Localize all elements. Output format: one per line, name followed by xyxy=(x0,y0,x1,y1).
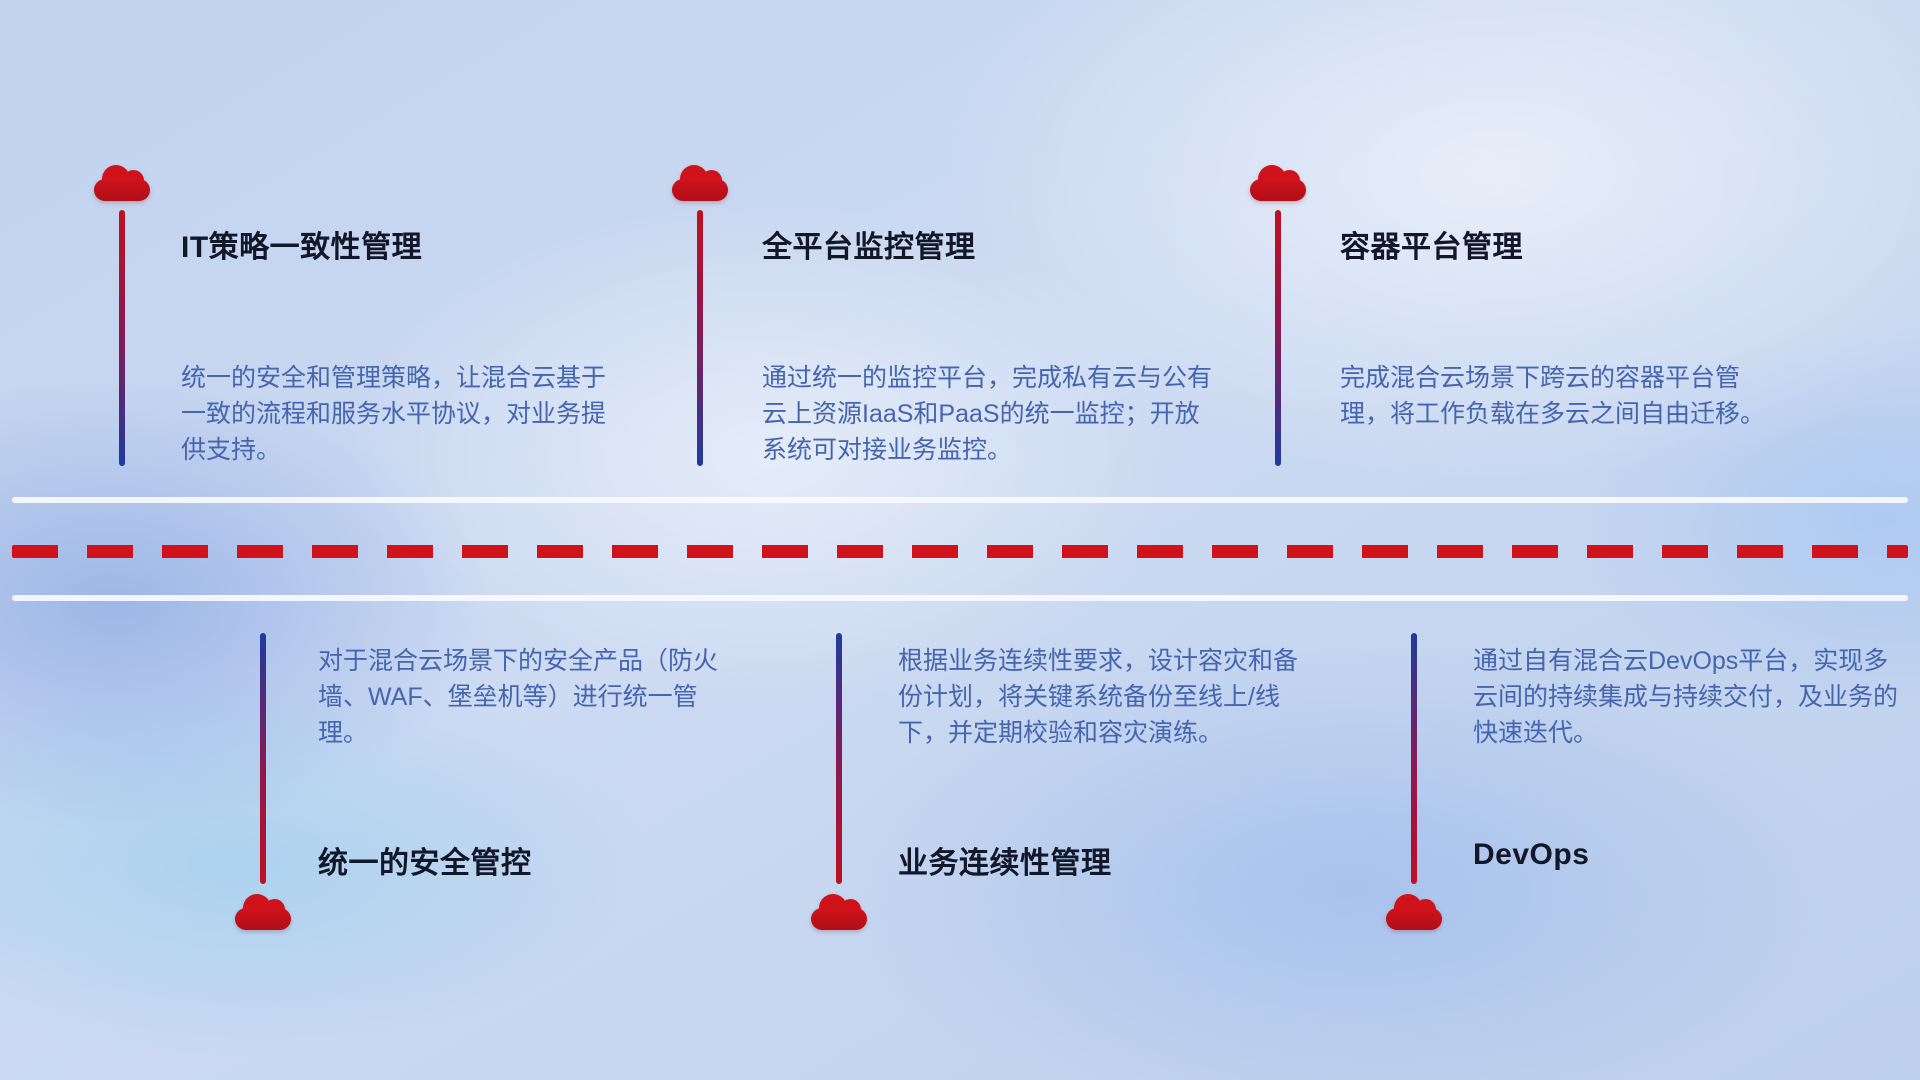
divider-dashed-line xyxy=(12,545,1908,558)
capability-description: 统一的安全和管理策略，让混合云基于一致的流程和服务水平协议，对业务提供支持。 xyxy=(181,364,607,464)
pin-stem xyxy=(1411,633,1417,884)
cloud-icon xyxy=(94,165,150,201)
capability-title: DevOps xyxy=(1473,838,1590,871)
timeline-pin xyxy=(94,165,150,466)
pin-stem xyxy=(119,210,125,466)
capability-description: 根据业务连续性要求，设计容灾和备份计划，将关键系统备份至线上/线下，并定期校验和… xyxy=(898,647,1299,747)
capability-title: 容器平台管理 xyxy=(1340,231,1523,264)
capability-title: 统一的安全管控 xyxy=(318,847,532,880)
capability-description: 完成混合云场景下跨云的容器平台管理，将工作负载在多云之间自由迁移。 xyxy=(1340,364,1766,428)
cloud-icon xyxy=(1386,894,1442,930)
capability-title: 业务连续性管理 xyxy=(898,847,1112,880)
cloud-icon xyxy=(235,894,291,930)
capability-description: 通过自有混合云DevOps平台，实现多云间的持续集成与持续交付，及业务的快速迭代… xyxy=(1473,647,1899,747)
timeline-pin xyxy=(811,633,867,930)
pin-stem xyxy=(836,633,842,884)
pin-stem xyxy=(697,210,703,466)
cloud-icon xyxy=(672,165,728,201)
timeline-pin xyxy=(1250,165,1306,466)
capability-title: IT策略一致性管理 xyxy=(181,231,423,264)
capability-title: 全平台监控管理 xyxy=(762,231,976,264)
pin-stem xyxy=(260,633,266,884)
capability-description: 对于混合云场景下的安全产品（防火墙、WAF、堡垒机等）进行统一管理。 xyxy=(318,647,719,747)
capability-description: 通过统一的监控平台，完成私有云与公有云上资源IaaS和PaaS的统一监控；开放系… xyxy=(762,364,1213,464)
timeline-pin xyxy=(672,165,728,466)
timeline-pin xyxy=(1386,633,1442,930)
divider-line-top xyxy=(12,497,1908,503)
timeline-pin xyxy=(235,633,291,930)
cloud-icon xyxy=(1250,165,1306,201)
pin-stem xyxy=(1275,210,1281,466)
divider-line-bottom xyxy=(12,595,1908,601)
cloud-icon xyxy=(811,894,867,930)
